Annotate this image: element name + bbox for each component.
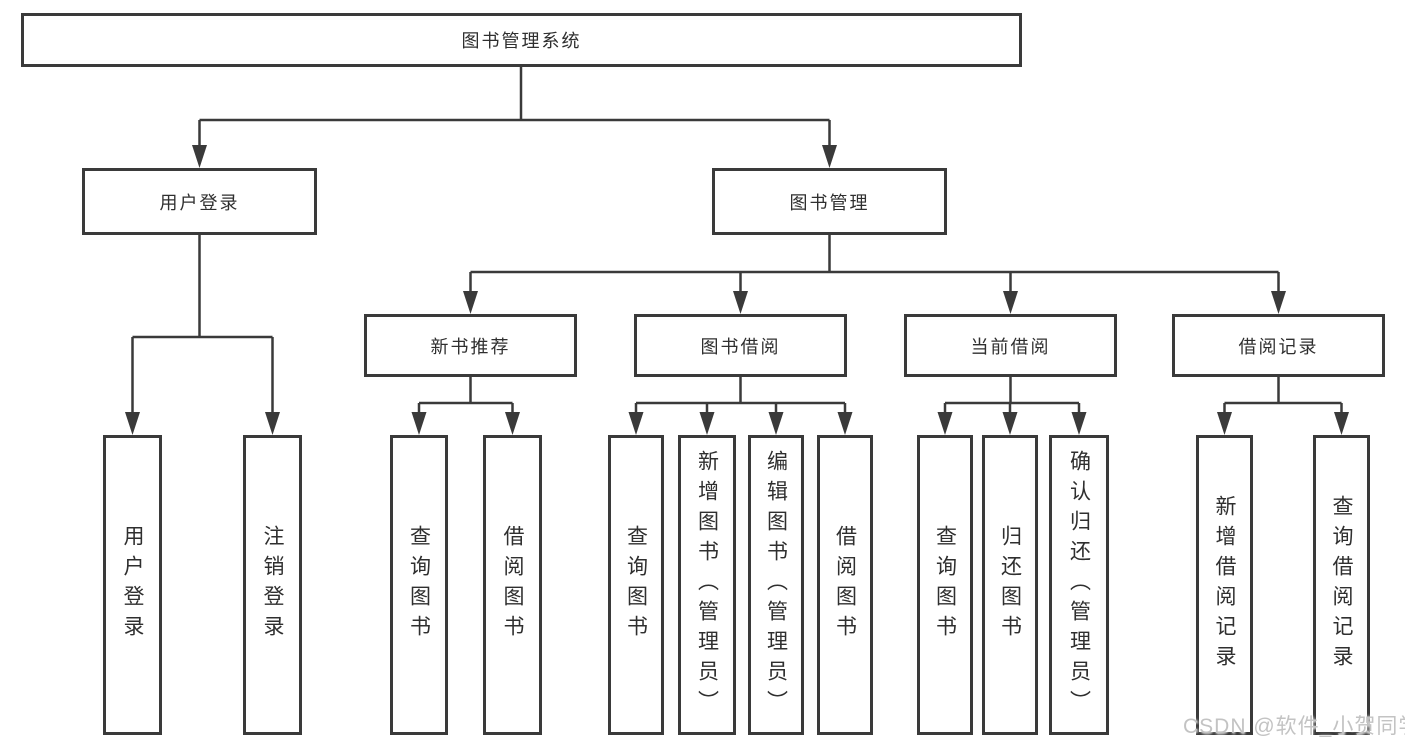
node-library-system-label: 图书管理系统	[461, 31, 582, 51]
leaf-add-books-admin: 新增图书（管理员）	[678, 435, 736, 735]
arrowhead-icon	[192, 145, 207, 168]
node-book-borrowing: 图书借阅	[634, 314, 847, 377]
arrowhead-icon	[1217, 412, 1232, 435]
arrowhead-icon	[628, 412, 644, 435]
arrowhead-icon	[411, 412, 427, 435]
leaf-recommend-query-books-label: 查询图书	[407, 525, 431, 645]
leaf-borrow-books-label: 借阅图书	[833, 525, 857, 645]
leaf-logout: 注销登录	[243, 435, 302, 735]
leaf-add-books-admin-label: 新增图书（管理员）	[695, 450, 719, 720]
node-book-management-label: 图书管理	[789, 192, 870, 213]
node-book-borrowing-label: 图书借阅	[700, 336, 781, 357]
leaf-current-query-books-label: 查询图书	[933, 525, 957, 645]
node-new-book-recommend: 新书推荐	[364, 314, 577, 377]
arrowhead-icon	[1334, 412, 1349, 435]
node-library-system: 图书管理系统	[21, 13, 1022, 67]
leaf-edit-books-admin-label: 编辑图书（管理员）	[764, 450, 788, 720]
node-current-borrowing: 当前借阅	[904, 314, 1117, 377]
arrowhead-icon	[937, 412, 953, 435]
leaf-borrow-books: 借阅图书	[817, 435, 873, 735]
arrowhead-icon	[733, 291, 748, 314]
leaf-user-login-label: 用户登录	[121, 525, 144, 645]
arrowhead-icon	[505, 412, 520, 435]
leaf-confirm-return-admin: 确认归还（管理员）	[1049, 435, 1109, 735]
arrowhead-icon	[768, 412, 784, 435]
leaf-edit-books-admin: 编辑图书（管理员）	[748, 435, 804, 735]
arrowhead-icon	[1071, 412, 1087, 435]
leaf-recommend-borrow-books-label: 借阅图书	[501, 525, 524, 645]
leaf-query-borrow-record-label: 查询借阅记录	[1330, 495, 1353, 675]
node-current-borrowing-label: 当前借阅	[970, 336, 1051, 357]
leaf-borrowing-query-books: 查询图书	[608, 435, 664, 735]
arrowhead-icon	[1002, 412, 1018, 435]
leaf-user-login: 用户登录	[103, 435, 162, 735]
leaf-query-borrow-record: 查询借阅记录	[1313, 435, 1370, 735]
leaf-return-books: 归还图书	[982, 435, 1038, 735]
leaf-current-query-books: 查询图书	[917, 435, 973, 735]
node-new-book-recommend-label: 新书推荐	[430, 336, 511, 357]
arrowhead-icon	[463, 291, 478, 314]
arrowhead-icon	[822, 145, 837, 168]
leaf-borrowing-query-books-label: 查询图书	[624, 525, 648, 645]
leaf-add-borrow-record: 新增借阅记录	[1196, 435, 1253, 735]
node-borrowing-records-label: 借阅记录	[1238, 336, 1319, 357]
node-user-login-label: 用户登录	[159, 192, 240, 213]
arrowhead-icon	[1003, 291, 1018, 314]
arrowhead-icon	[265, 412, 280, 435]
leaf-add-borrow-record-label: 新增借阅记录	[1213, 495, 1236, 675]
arrowhead-icon	[125, 412, 140, 435]
leaf-return-books-label: 归还图书	[998, 525, 1022, 645]
node-borrowing-records: 借阅记录	[1172, 314, 1385, 377]
arrowhead-icon	[1271, 291, 1286, 314]
arrowhead-icon	[699, 412, 715, 435]
csdn-watermark: CSDN @软件_小贺同学	[1183, 715, 1405, 738]
leaf-recommend-borrow-books: 借阅图书	[483, 435, 542, 735]
node-user-login: 用户登录	[82, 168, 317, 235]
leaf-recommend-query-books: 查询图书	[390, 435, 448, 735]
leaf-logout-label: 注销登录	[261, 525, 284, 645]
arrowhead-icon	[837, 412, 853, 435]
leaf-confirm-return-admin-label: 确认归还（管理员）	[1067, 450, 1091, 720]
node-book-management: 图书管理	[712, 168, 947, 235]
